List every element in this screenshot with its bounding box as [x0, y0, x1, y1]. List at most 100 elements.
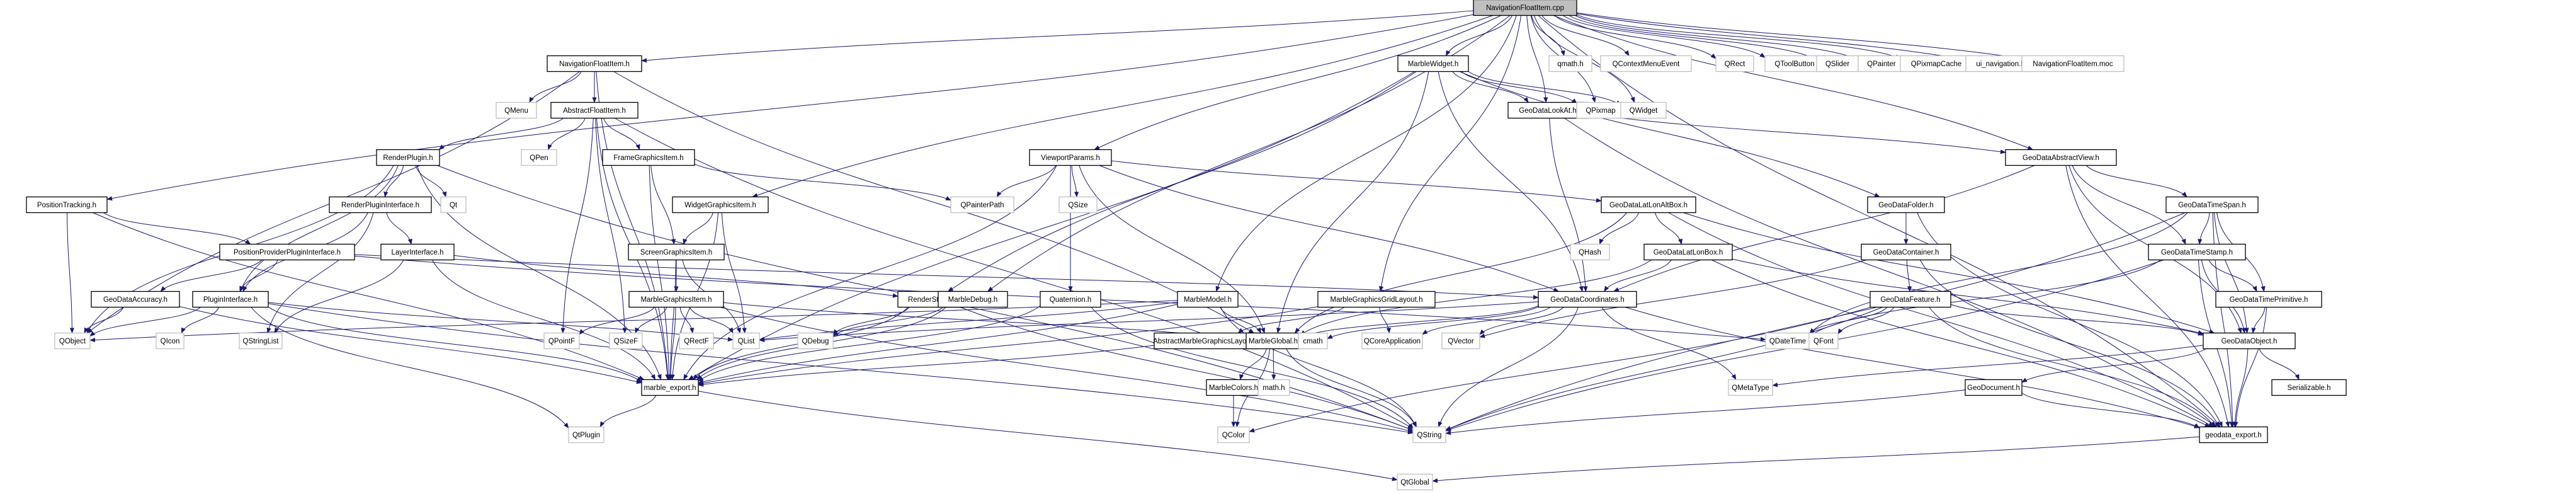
node-label: QToolButton [1774, 60, 1814, 68]
node-box [376, 149, 440, 166]
node-nfi-moc: NavigationFloatItem.moc [2021, 55, 2125, 72]
edge-gdlookat-to-gdabstractview [1587, 113, 2006, 154]
node-label: GeoDataAccuracy.h [103, 296, 167, 304]
node-qpixmap: QPixmap [1576, 101, 1625, 119]
node-label: AbstractFloatItem.h [563, 107, 626, 115]
node-label: QCoreApplication [1364, 338, 1421, 345]
node-gdfolder[interactable]: GeoDataFolder.h [1867, 196, 1945, 214]
node-marbleglobal[interactable]: MarbleGlobal.h [1245, 332, 1301, 350]
node-gdfeature[interactable]: GeoDataFeature.h [1870, 290, 1951, 308]
edge-layeri-to-qstringlist [274, 260, 404, 334]
edge-viewport-to-marble_export [683, 165, 1057, 381]
edge-nfi_h-to-marbleglobal [613, 71, 1255, 333]
node-layeri[interactable]: LayerInterface.h [380, 243, 455, 261]
edge-gdcoords-to-geodata_export [1625, 307, 2200, 428]
edge-gdcoords-to-qvector [1479, 307, 1564, 335]
edge-gdlookat-to-gdcoords [1549, 118, 1588, 292]
node-qwidget: QWidget [1620, 101, 1667, 119]
node-gdtimeprim[interactable]: GeoDataTimePrimitive.h [2215, 290, 2322, 308]
edge-gdtimespan-to-qstring [1445, 212, 2186, 430]
edge-gdtimespan-to-gdtimestamp [2198, 212, 2210, 245]
node-qrectf: QRectF [679, 332, 714, 350]
node-postrack[interactable]: PositionTracking.h [26, 196, 108, 214]
edge-nfi_h-to-qmenu [529, 71, 582, 103]
node-marblegi[interactable]: MarbleGraphicsItem.h [628, 290, 724, 308]
node-label: GeoDataTimeSpan.h [2178, 202, 2246, 209]
node-gdobject[interactable]: GeoDataObject.h [2203, 332, 2296, 350]
node-gdaccuracy[interactable]: GeoDataAccuracy.h [91, 290, 180, 308]
node-framegi[interactable]: FrameGraphicsItem.h [602, 149, 695, 166]
node-box [1412, 426, 1446, 444]
edge-gdtimestamp-to-qdatetime [1809, 260, 2161, 336]
node-screengi[interactable]: ScreenGraphicsItem.h [628, 243, 725, 261]
edge-gdlatlon-to-gdobject [1732, 258, 2204, 335]
edge-gdaccuracy-to-marble_export [179, 306, 642, 384]
edge-renderplugin-to-qt [415, 165, 447, 198]
edge-mw_h-to-gdfolder [1459, 71, 1880, 197]
node-nfi-h[interactable]: NavigationFloatItem.h [547, 55, 642, 72]
node-gdlookat[interactable]: GeoDataLookAt.h [1507, 101, 1588, 119]
node-viewport[interactable]: ViewportParams.h [1029, 149, 1112, 166]
node-marble-export[interactable]: marble_export.h [641, 379, 699, 396]
node-geodata-export[interactable]: geodata_export.h [2199, 426, 2268, 444]
node-gddocument[interactable]: GeoDocument.h [1965, 379, 2023, 396]
edge-root-to-qrect [1554, 15, 1716, 59]
node-gdlatlonalt[interactable]: GeoDataLatLonAltBox.h [1601, 196, 1696, 214]
node-pppi[interactable]: PositionProviderPluginInterface.h [219, 243, 355, 261]
node-box [1257, 379, 1290, 396]
node-rpi[interactable]: RenderPluginInterface.h [329, 196, 432, 214]
node-label: QColor [1222, 432, 1245, 439]
node-gdcoords[interactable]: GeoDataCoordinates.h [1538, 290, 1637, 308]
node-label: QVector [1448, 338, 1474, 345]
node-box [1058, 196, 1098, 214]
edge-renderplugin-to-rpi [383, 165, 404, 198]
node-label: GeoDataLookAt.h [1519, 107, 1576, 115]
node-gdlatlon[interactable]: GeoDataLatLonBox.h [1643, 243, 1733, 261]
node-box [1217, 426, 1250, 444]
node-afi-h[interactable]: AbstractFloatItem.h [550, 101, 638, 119]
node-root[interactable]: NavigationFloatItem.cpp [1473, 0, 1577, 16]
node-qpainterpath: QPainterPath [950, 196, 1014, 214]
edge-framegi-to-marble_export [649, 165, 672, 381]
edge-gdcoords-to-qstring [1438, 307, 1579, 428]
node-serializable[interactable]: Serializable.h [2271, 379, 2347, 396]
node-box [679, 332, 714, 350]
node-box [219, 243, 355, 261]
node-box [91, 290, 180, 308]
node-box [1965, 379, 2023, 396]
node-renderplugin[interactable]: RenderPlugin.h [376, 149, 440, 166]
node-qtoolbutton: QToolButton [1764, 55, 1825, 72]
node-amgl[interactable]: AbstractMarbleGraphicsLayout.h [1153, 332, 1259, 350]
node-widgetgi[interactable]: WidgetGraphicsItem.h [672, 196, 769, 214]
node-qstring: QString [1412, 426, 1446, 444]
node-quaternion[interactable]: Quaternion.h [1040, 290, 1101, 308]
node-box [2215, 290, 2322, 308]
edge-gdfeature-to-qdatetime [1809, 307, 1888, 334]
node-marblemodel[interactable]: MarbleModel.h [1177, 290, 1239, 308]
node-box [732, 332, 760, 350]
node-box [2021, 55, 2125, 72]
edge-plugini-to-qstring [268, 303, 1414, 435]
node-box [1361, 332, 1423, 350]
edge-root-to-nfi_moc [1576, 12, 2023, 60]
edge-root-to-nfi_h [641, 10, 1474, 63]
node-plugini[interactable]: PluginInterface.h [192, 290, 269, 308]
edge-root-to-viewport [1094, 15, 1502, 150]
edge-gdlookat-to-geodata_export [1564, 118, 2218, 428]
node-marblecolors[interactable]: MarbleColors.h [1206, 379, 1261, 396]
node-box [496, 101, 537, 119]
node-label: GeoDataTimePrimitive.h [2230, 296, 2308, 304]
edge-root-to-qtoolbutton [1562, 15, 1766, 58]
node-label: QObject [59, 338, 86, 345]
node-mw-h[interactable]: MarbleWidget.h [1397, 55, 1469, 72]
node-box [568, 426, 604, 444]
node-gdtimespan[interactable]: GeoDataTimeSpan.h [2165, 196, 2259, 214]
node-box [2271, 379, 2347, 396]
node-box [1765, 332, 1810, 350]
node-gdtimestamp[interactable]: GeoDataTimeStamp.h [2148, 243, 2246, 261]
node-qpointf: QPointF [543, 332, 580, 350]
node-gdabstractview[interactable]: GeoDataAbstractView.h [2005, 149, 2117, 166]
node-gdcontainer[interactable]: GeoDataContainer.h [1861, 243, 1951, 261]
node-mggl[interactable]: MarbleGraphicsGridLayout.h [1317, 290, 1436, 308]
node-marbledebug[interactable]: MarbleDebug.h [938, 290, 1008, 308]
